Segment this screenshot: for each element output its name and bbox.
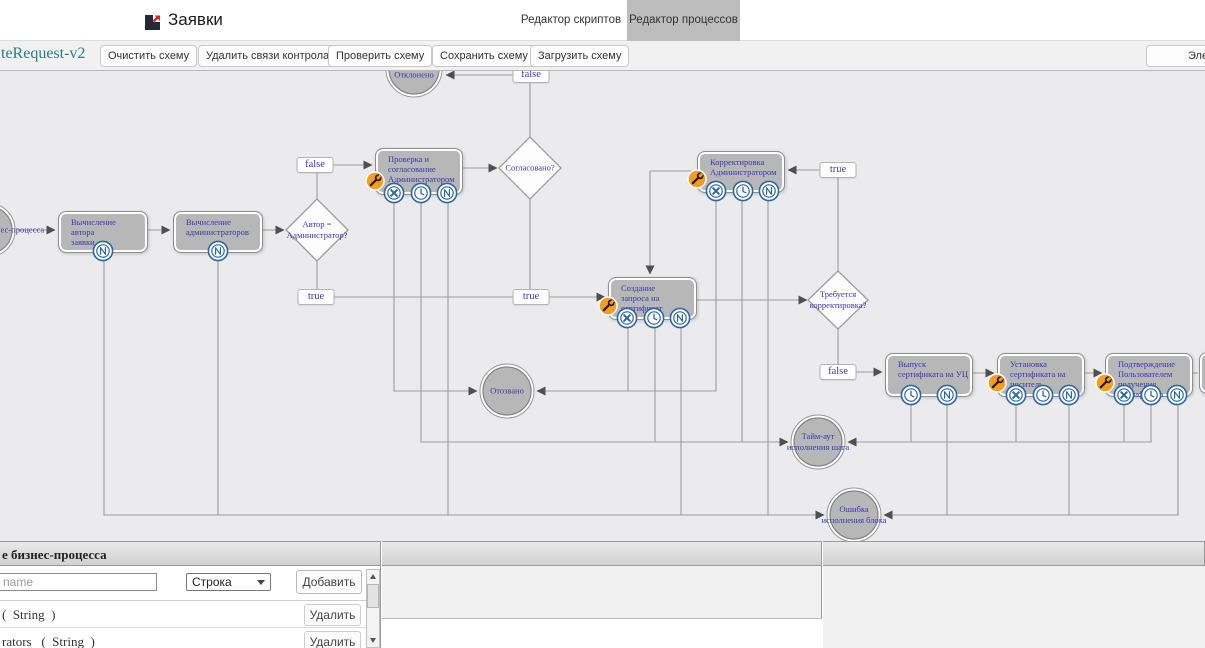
variable-name-input[interactable] <box>0 573 157 591</box>
toolbar-button[interactable]: Загрузить схему <box>530 45 630 67</box>
variable-row: rators ( String ) Удалить <box>0 628 366 648</box>
add-variable-button[interactable]: Добавить <box>296 570 362 594</box>
variables-panel-header: е бизнес-процесса <box>0 541 381 566</box>
end-node[interactable] <box>793 417 843 467</box>
right-panel-body <box>823 566 1205 648</box>
flow-edge <box>420 200 789 447</box>
variables-panel-title: е бизнес-процесса <box>2 547 107 562</box>
variable-row-text: rators ( String ) <box>2 634 95 648</box>
delete-variable-button[interactable]: Удалить <box>304 631 361 648</box>
flow-edge <box>393 200 478 396</box>
toolbar-button[interactable]: Проверить схему <box>328 45 433 67</box>
variable-type-select[interactable]: Строка <box>186 573 271 591</box>
flow-edge <box>536 198 717 396</box>
flow-edge <box>787 165 839 272</box>
triangle-down-icon <box>370 638 376 643</box>
elements-button[interactable]: Эле <box>1146 45 1205 67</box>
right-panel-header <box>823 541 1205 566</box>
delete-variable-button[interactable]: Удалить <box>304 604 361 626</box>
flow-edge <box>645 170 697 275</box>
scrollbar-thumb[interactable] <box>367 584 379 608</box>
variable-type-value: Строка <box>192 575 232 589</box>
bottom-panels: е бизнес-процесса Строка Добавить ( Stri… <box>0 541 1205 648</box>
tab-process-editor[interactable]: Редактор процессов <box>627 0 740 41</box>
middle-panel-list <box>382 618 822 648</box>
flow-edge <box>445 70 531 138</box>
flow-edge <box>316 260 606 302</box>
end-node[interactable] <box>0 206 13 254</box>
chevron-down-icon <box>257 580 265 585</box>
toolbar-button[interactable]: Очистить схему <box>100 45 198 67</box>
variable-row-text: ( String ) <box>2 607 56 622</box>
scheme-name: teRequest-v2 <box>1 45 86 62</box>
variables-list: ( String ) Удалить rators ( String ) Удалит… <box>0 600 366 648</box>
middle-panel-header <box>382 541 822 566</box>
flow-edge <box>316 160 373 200</box>
flow-edge <box>883 395 1179 520</box>
triangle-up-icon <box>370 574 376 579</box>
flow-edge <box>103 250 825 520</box>
end-node[interactable] <box>482 366 532 416</box>
app-header: Заявки Редактор скриптов Редактор процес… <box>0 0 1205 41</box>
toolbar-button[interactable]: Сохранить схему <box>432 45 536 67</box>
scroll-down-button[interactable] <box>367 634 379 647</box>
middle-panel-body <box>382 566 822 648</box>
scroll-up-button[interactable] <box>367 570 379 583</box>
decision-node[interactable] <box>807 270 869 330</box>
variables-scrollbar[interactable] <box>366 569 380 648</box>
page-title: Заявки <box>168 10 223 29</box>
app-logo-icon <box>145 13 162 35</box>
variables-panel-body: Строка Добавить ( String )Удалитьrators … <box>0 566 381 648</box>
decision-node[interactable] <box>285 198 349 262</box>
flow-edge <box>847 395 1152 447</box>
flow-edge <box>837 328 883 377</box>
end-node[interactable] <box>829 490 879 540</box>
variable-row: ( String ) Удалить <box>0 601 366 628</box>
tab-script-editor[interactable]: Редактор скриптов <box>520 14 622 26</box>
toolbar-button[interactable]: Удалить связи контрола <box>198 45 338 67</box>
decision-node[interactable] <box>498 136 562 200</box>
